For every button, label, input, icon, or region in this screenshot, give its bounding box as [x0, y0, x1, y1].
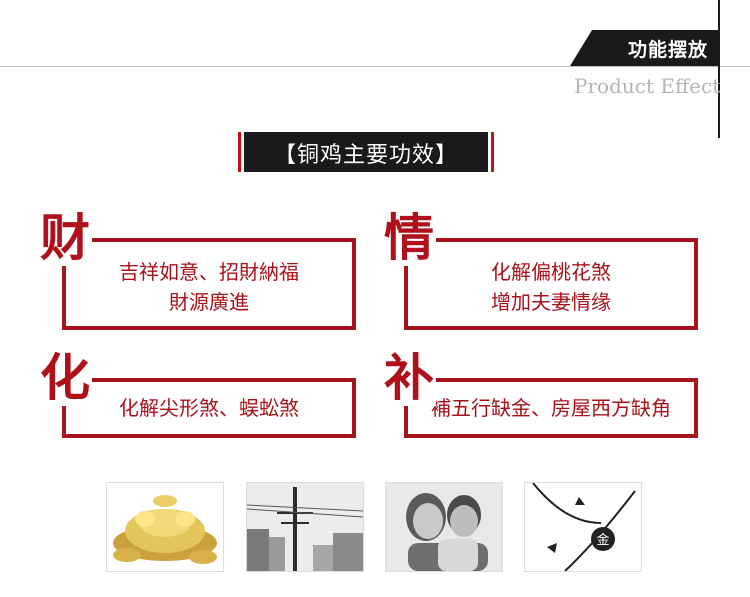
section-tag: 功能摆放 [570, 30, 718, 66]
effect-line: 財源廣進 [169, 290, 249, 314]
gold-ingots-photo [106, 482, 224, 572]
effect-char-supplement: 补 [382, 348, 436, 407]
electric-tower-photo [246, 482, 364, 572]
section-subtitle: Product Effect [574, 74, 721, 98]
effect-box-dispel: 化解尖形煞、蜈蚣煞 [62, 378, 356, 438]
effect-box-love: 化解偏桃花煞 增加夫妻情缘 [404, 238, 698, 330]
effect-char-dispel: 化 [38, 348, 92, 407]
effect-line: 增加夫妻情缘 [491, 290, 611, 314]
header-vertical-rule [718, 0, 720, 138]
effect-line: 吉祥如意、招財納福 [119, 260, 299, 284]
effect-line: 補五行缺金、房屋西方缺角 [431, 396, 671, 420]
compass-photo: 金 [524, 482, 642, 572]
header-divider [0, 66, 750, 67]
effect-box-wealth: 吉祥如意、招財納福 財源廣進 [62, 238, 356, 330]
section-tag-label: 功能摆放 [627, 39, 708, 61]
couple-photo [385, 482, 503, 572]
effects-heading-label: 【铜鸡主要功效】 [273, 143, 458, 168]
effect-char-love: 情 [382, 208, 436, 267]
effect-char-wealth: 财 [38, 208, 92, 267]
effect-line: 化解偏桃花煞 [491, 260, 611, 284]
effects-heading: 【铜鸡主要功效】 [238, 132, 494, 172]
compass-gold-label: 金 [596, 532, 609, 548]
effect-box-supplement: 補五行缺金、房屋西方缺角 [404, 378, 698, 438]
effect-line: 化解尖形煞、蜈蚣煞 [119, 396, 299, 420]
